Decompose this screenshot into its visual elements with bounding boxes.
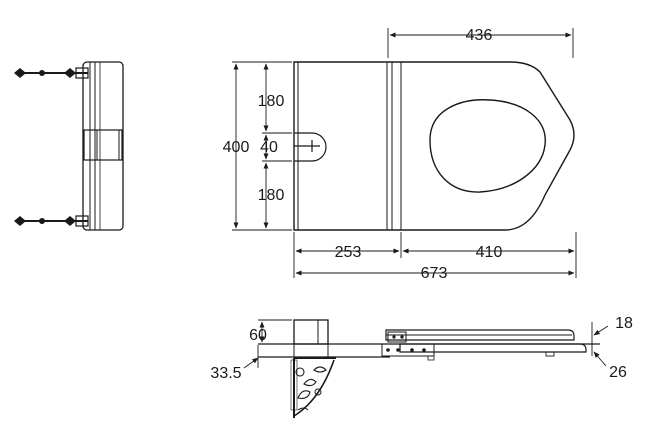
elevation-view: 60 33.5 18 26 xyxy=(210,315,633,418)
dim-400: 400 xyxy=(223,139,250,156)
dim-40: 40 xyxy=(260,139,278,156)
hinge-bottom-icon xyxy=(14,215,89,227)
hinge-top-icon xyxy=(14,67,89,79)
dim-33-5: 33.5 xyxy=(210,365,241,382)
plan-view: 436 400 180 40 180 253 410 673 xyxy=(223,27,577,282)
dim-436: 436 xyxy=(466,27,493,44)
dim-26: 26 xyxy=(609,364,627,381)
dim-180-upper: 180 xyxy=(258,93,285,110)
hinge-side-icon xyxy=(381,331,435,361)
back-view xyxy=(14,61,124,231)
dim-253: 253 xyxy=(335,244,362,261)
dim-673: 673 xyxy=(421,265,448,282)
dim-410: 410 xyxy=(476,244,503,261)
dim-180-lower: 180 xyxy=(258,187,285,204)
ornamental-bracket-icon xyxy=(290,357,336,418)
dim-60: 60 xyxy=(249,327,267,344)
dim-18: 18 xyxy=(615,315,633,332)
